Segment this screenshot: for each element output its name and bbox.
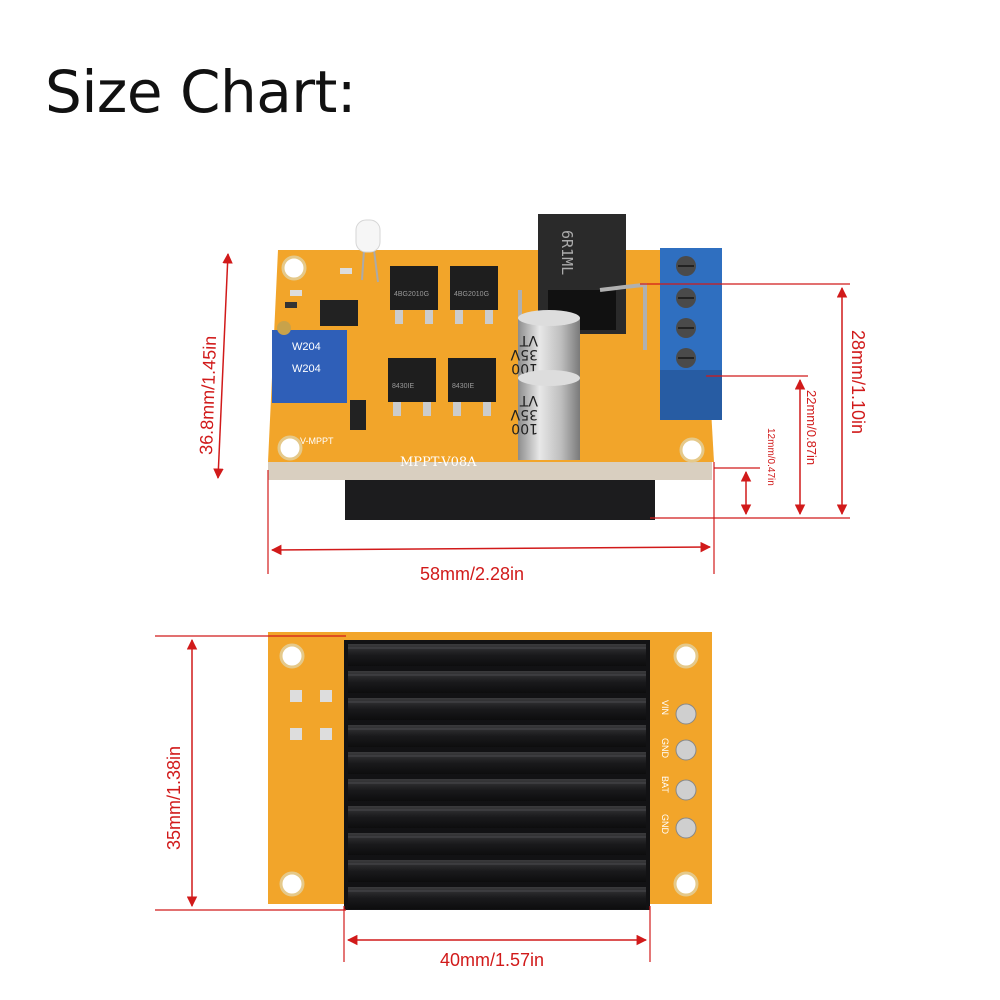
svg-text:VT: VT (519, 392, 538, 408)
heatsink-fin (348, 671, 646, 693)
svg-text:8430IE: 8430IE (452, 383, 475, 390)
svg-text:BAT: BAT (660, 776, 670, 793)
heatsink-fin (348, 779, 646, 801)
mosfet-bottom-right: 8430IE (448, 358, 496, 416)
mosfet-bottom-left: 8430IE (388, 358, 436, 416)
dim-bottom-height: 35mm/1.38in (164, 746, 184, 850)
dim-bottom-heatsink-width: 40mm/1.57in (440, 950, 544, 970)
bottom-heatsink (344, 640, 650, 910)
mosfet-top-right: 4BG2010G (450, 266, 498, 324)
heatsink-fin (348, 752, 646, 774)
vmppt-label: V-MPPT (300, 436, 334, 446)
svg-text:4BG2010G: 4BG2010G (454, 291, 489, 298)
svg-text:35V: 35V (510, 406, 538, 422)
dim-top-small-height: 12mm/0.47in (765, 428, 776, 486)
trimpot-label: W204 (292, 341, 321, 353)
svg-text:GND: GND (660, 738, 670, 759)
heatsink-fin (348, 887, 646, 909)
svg-text:GND: GND (660, 814, 670, 835)
svg-text:4BG2010G: 4BG2010G (394, 291, 429, 298)
capacitor-2: 100 35V VT (510, 370, 580, 460)
heatsink-fin (348, 725, 646, 747)
model-label: MPPT-V08A (400, 455, 477, 470)
bottom-view-board: VIN GND BAT GND (268, 632, 712, 910)
svg-text:VIN: VIN (660, 700, 670, 715)
dim-top-height: 36.8mm/1.45in (196, 335, 220, 455)
svg-text:VT: VT (519, 332, 538, 348)
svg-text:6R1ML: 6R1ML (558, 230, 576, 275)
dim-top-total-height: 28mm/1.10in (848, 330, 868, 434)
heatsink-fin (348, 833, 646, 855)
terminal-block-icon (660, 248, 722, 420)
top-view-dimensions: 36.8mm/1.45in 58mm/2.28in 28mm/1.10in 22… (196, 252, 868, 584)
svg-text:W204: W204 (292, 363, 321, 375)
top-pcb-edge (268, 462, 712, 480)
terminal-screws-icon: VIN GND BAT GND (660, 700, 697, 839)
dim-top-mid-height: 22mm/0.87in (804, 390, 819, 465)
svg-text:35V: 35V (510, 346, 538, 362)
svg-text:8430IE: 8430IE (392, 383, 415, 390)
mosfet-top-left: 4BG2010G (390, 266, 438, 324)
heatsink-fin (348, 644, 646, 666)
heatsink-fin (348, 860, 646, 882)
ic-chip (320, 300, 358, 326)
heatsink-fin (348, 806, 646, 828)
top-view-board: W204 W204 4BG2010G 4BG2010G 8430IE 8430I… (268, 214, 722, 520)
heatsink-fin (348, 698, 646, 720)
svg-text:100: 100 (511, 420, 538, 436)
led-icon (355, 219, 381, 283)
trimpot-icon: W204 W204 (272, 321, 347, 403)
page-title: Size Chart: (45, 58, 356, 126)
bottom-view-dimensions: 35mm/1.38in 40mm/1.57in (155, 635, 651, 970)
dim-top-width: 58mm/2.28in (420, 564, 524, 584)
